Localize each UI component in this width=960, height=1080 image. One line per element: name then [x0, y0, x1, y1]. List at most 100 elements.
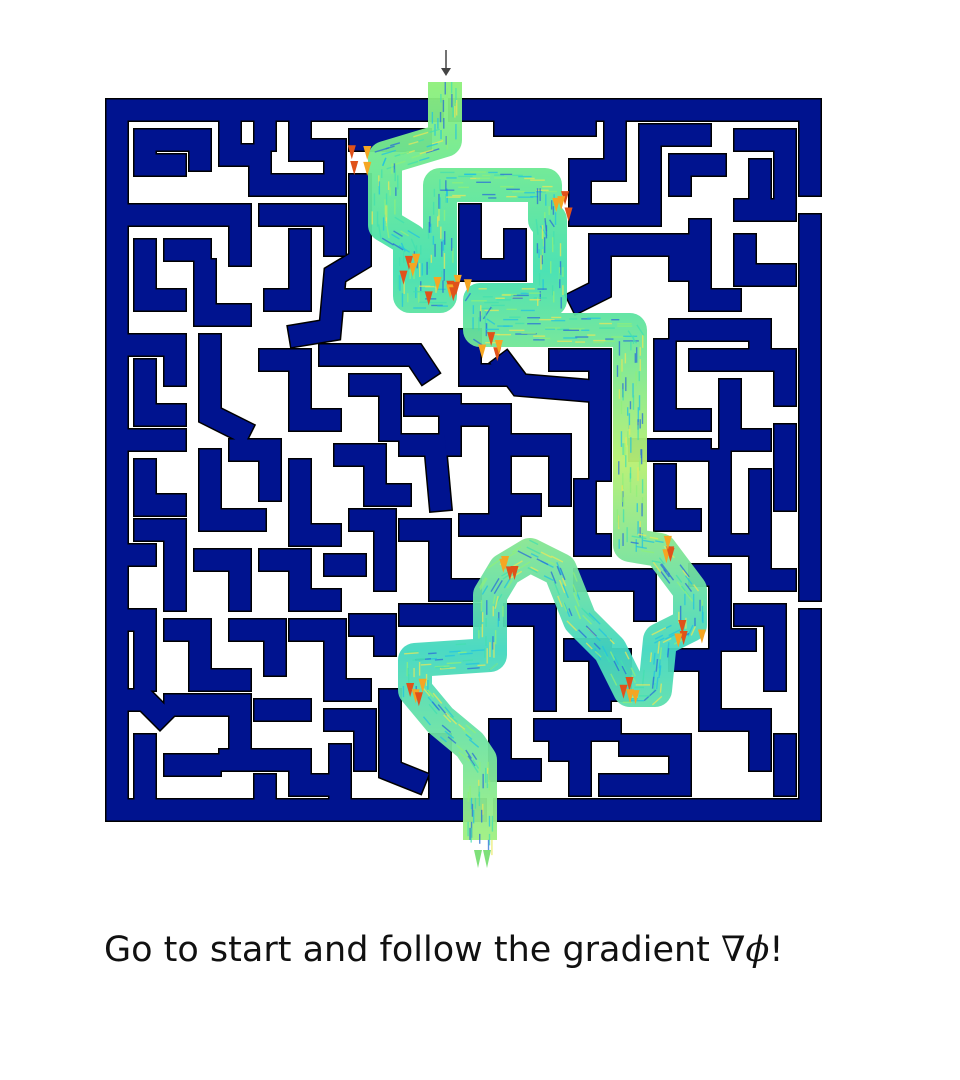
maze-wall	[219, 749, 346, 796]
gradient-arrow	[382, 157, 387, 167]
maze-wall	[219, 99, 346, 196]
gradient-arrow	[556, 561, 563, 575]
gradient-arrow	[655, 659, 659, 672]
gradient-arrow	[493, 580, 503, 595]
gradient-arrow	[464, 292, 472, 302]
gradient-arrow	[413, 131, 429, 138]
maze-figure	[105, 50, 822, 868]
gradient-arrow	[377, 224, 382, 239]
gradient-arrow	[449, 650, 461, 653]
gradient-arrowhead	[674, 633, 683, 648]
maze-wall	[164, 694, 251, 751]
gradient-arrow	[529, 539, 539, 546]
gradient-arrow	[684, 582, 693, 592]
maze-wall	[134, 519, 186, 611]
gradient-arrows	[347, 82, 706, 856]
maze-wall	[194, 549, 251, 611]
gradient-arrow	[649, 537, 661, 541]
gradient-arrow	[603, 651, 611, 663]
gradient-arrow	[422, 716, 431, 726]
maze-wall	[604, 234, 691, 281]
gradient-arrow	[400, 242, 406, 252]
gradient-arrowhead	[350, 160, 359, 175]
gradient-arrow	[641, 669, 645, 686]
maze-wall	[459, 329, 511, 386]
maze-wall	[490, 350, 592, 402]
gradient-arrowhead	[487, 332, 496, 347]
gradient-arrow	[429, 128, 440, 133]
gradient-arrow	[431, 140, 444, 145]
maze-wall	[106, 689, 175, 730]
gradient-arrow	[400, 151, 410, 155]
gradient-arrow	[635, 545, 647, 549]
maze-wall	[749, 469, 796, 591]
arrow-down-icon	[441, 50, 451, 76]
maze-wall	[565, 234, 611, 315]
maze-wall	[689, 219, 741, 311]
gradient-arrow	[456, 744, 464, 752]
gradient-arrow	[601, 645, 609, 657]
gradient-arrow	[445, 712, 458, 725]
gradient-arrow	[535, 219, 539, 235]
gradient-arrow	[562, 584, 569, 599]
gradient-arrow	[679, 564, 690, 578]
maze-wall	[287, 174, 371, 348]
gradient-arrow	[467, 755, 476, 767]
gradient-arrowhead	[433, 276, 442, 291]
gradient-arrow	[465, 662, 480, 665]
gradient-arrowhead	[451, 281, 460, 296]
gradient-arrow	[630, 667, 636, 677]
maze-wall	[709, 449, 756, 556]
gradient-arrow	[457, 651, 467, 654]
maze-wall	[569, 114, 711, 226]
maze-wall	[134, 239, 186, 311]
maze-wall	[199, 449, 266, 531]
gradient-arrowhead	[505, 566, 514, 581]
gradient-arrow	[419, 149, 434, 155]
gradient-arrow	[574, 605, 581, 620]
gradient-arrow	[663, 569, 670, 578]
gradient-arrow	[655, 677, 659, 690]
gradient-arrowhead	[412, 253, 421, 268]
gradient-arrow	[394, 216, 405, 224]
gradient-arrow	[581, 607, 591, 618]
gradient-arrow	[447, 736, 457, 744]
gradient-arrow	[561, 577, 567, 587]
maze-wall	[494, 709, 821, 821]
gradient-arrow	[682, 569, 689, 579]
gradient-arrow	[465, 724, 477, 734]
gradient-arrow	[482, 306, 492, 320]
gradient-arrow	[610, 673, 618, 686]
maze-wall	[164, 619, 251, 691]
caption: Go to start and follow the gradient ∇ϕ!	[104, 930, 783, 970]
gradient-arrow	[472, 759, 480, 769]
gradient-arrow	[657, 641, 660, 654]
maze-wall	[719, 379, 771, 451]
maze-wall	[259, 549, 341, 611]
gradient-arrow	[527, 566, 538, 574]
maze-wall	[289, 459, 341, 546]
gradient-arrow	[400, 230, 409, 237]
maze-wall	[194, 259, 251, 326]
gradient-arrow	[585, 642, 593, 650]
gradient-arrow	[651, 560, 662, 564]
gradient-arrow	[420, 663, 432, 666]
maze-wall	[669, 649, 721, 711]
gradient-arrow	[676, 581, 685, 592]
maze-wall	[134, 129, 186, 176]
gradient-arrow	[467, 667, 480, 670]
exit-arrows	[474, 850, 491, 868]
gradient-arrow	[428, 703, 438, 715]
gradient-arrowhead	[414, 692, 423, 707]
maze-wall	[106, 204, 251, 266]
gradient-arrow	[666, 648, 670, 658]
gradient-arrow	[598, 628, 611, 641]
gradient-arrow	[488, 662, 498, 671]
gradient-arrowhead	[404, 255, 413, 270]
maze-wall	[399, 519, 481, 601]
gradient-arrow	[543, 575, 554, 582]
gradient-arrow	[530, 566, 539, 572]
gradient-arrow	[471, 649, 485, 652]
gradient-arrow	[470, 760, 479, 773]
maze-wall	[106, 334, 186, 386]
